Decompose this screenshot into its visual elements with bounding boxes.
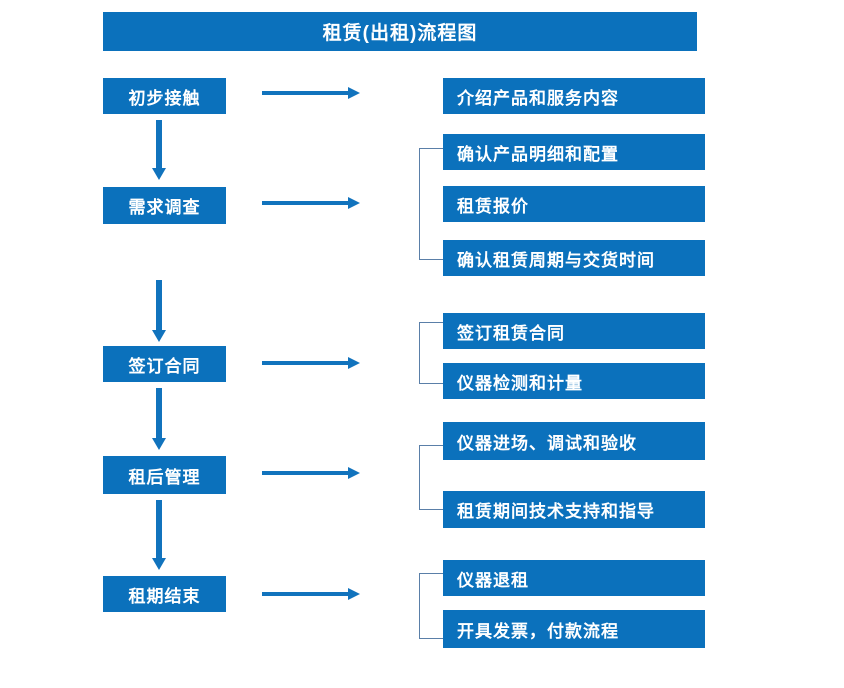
bracket-group-4 [419,445,443,510]
bracket-group-3 [419,322,443,384]
detail-box-instrument-return[interactable]: 仪器退租 [443,560,705,596]
bracket-group-2 [419,148,443,260]
stage-box-sign-contract[interactable]: 签订合同 [103,346,226,382]
arrow-right-stage-4 [262,467,360,479]
detail-box-instrument-inspection[interactable]: 仪器检测和计量 [443,363,705,399]
bracket-group-5 [419,573,443,639]
stage-box-preliminary-contact[interactable]: 初步接触 [103,78,226,114]
arrow-down-4 [152,500,166,570]
page-title: 租赁(出租)流程图 [103,12,697,51]
arrow-right-stage-3 [262,357,360,369]
arrow-right-stage-5 [262,588,360,600]
detail-box-rental-quotation[interactable]: 租赁报价 [443,186,705,222]
detail-box-invoice-payment[interactable]: 开具发票，付款流程 [443,610,705,648]
arrow-down-1 [152,120,166,180]
stage-box-rental-end[interactable]: 租期结束 [103,576,226,612]
stage-box-post-rental-management[interactable]: 租后管理 [103,456,226,494]
stage-box-demand-survey[interactable]: 需求调查 [103,187,226,224]
arrow-down-3 [152,388,166,450]
arrow-right-stage-2 [262,197,360,209]
arrow-right-stage-1 [262,87,360,99]
detail-box-sign-rental-contract[interactable]: 签订租赁合同 [443,313,705,349]
detail-box-technical-support[interactable]: 租赁期间技术支持和指导 [443,491,705,528]
detail-box-introduce-products[interactable]: 介绍产品和服务内容 [443,78,705,114]
detail-box-confirm-rental-period[interactable]: 确认租赁周期与交货时间 [443,240,705,276]
arrow-down-2 [152,280,166,342]
detail-box-instrument-entry-commissioning[interactable]: 仪器进场、调试和验收 [443,422,705,460]
detail-box-confirm-product-spec[interactable]: 确认产品明细和配置 [443,134,705,170]
